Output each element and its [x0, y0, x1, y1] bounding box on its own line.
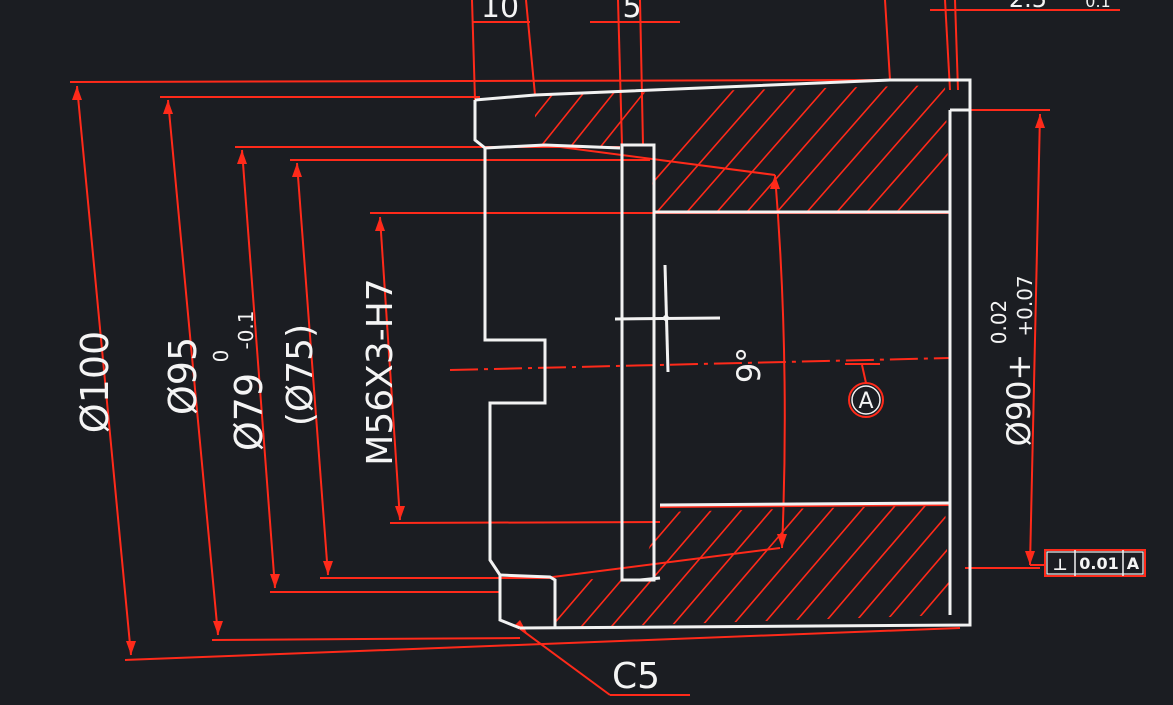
datum-label: A [858, 389, 873, 414]
dim-diameter-90: Ø90+ [1000, 354, 1038, 447]
dim-diameter-79: Ø79 [227, 373, 271, 451]
dim-diameter-79-lower-tol: -0.1 [234, 310, 258, 349]
dim-thread: M56X3-H7 [360, 278, 401, 465]
dim-diameter-95: Ø95 [161, 337, 205, 415]
dim-diameter-100: Ø100 [73, 331, 117, 433]
perpendicularity-frame: ⊥ 0.01 A [1044, 549, 1146, 577]
dim-top-tol: 0.1 [1085, 0, 1110, 11]
datum-symbol: A [848, 382, 884, 418]
chamfer-label: C5 [612, 656, 660, 697]
dim-diameter-75-ref: (Ø75) [280, 324, 321, 426]
dim-top-2-5: 2.5 [1009, 0, 1047, 13]
tolerance-datum: A [1127, 554, 1140, 573]
dim-angle: 9° [730, 347, 768, 383]
dimension-lines [69, 0, 1120, 696]
dimension-arrows [72, 86, 1045, 655]
dim-diameter-90-lower-tol: +0.07 [1013, 275, 1037, 336]
dim-top-5: 5 [622, 0, 641, 25]
dim-diameter-90-upper-tol: 0.02 [987, 300, 1011, 345]
dim-diameter-79-upper-tol: 0 [209, 350, 233, 363]
perpendicularity-icon: ⊥ [1053, 555, 1068, 574]
dim-top-10: 10 [481, 0, 519, 25]
tolerance-value: 0.01 [1079, 554, 1118, 573]
part-outline [473, 78, 972, 630]
